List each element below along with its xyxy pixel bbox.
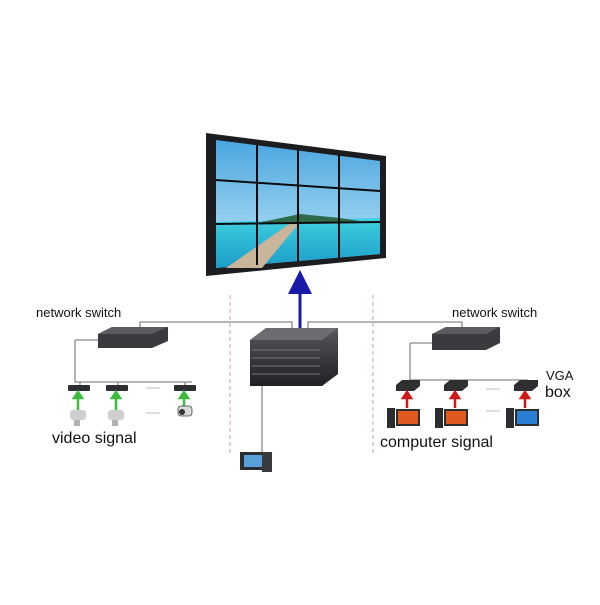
- vga-label: VGA: [546, 368, 574, 383]
- computer-signal-arrows: [400, 389, 532, 408]
- video-wall: [206, 133, 386, 276]
- control-pc: [240, 452, 272, 472]
- computer-gap-dashes: [486, 388, 500, 412]
- video-encoders: [68, 385, 196, 391]
- video-cameras: [70, 405, 193, 426]
- computers: [387, 408, 539, 428]
- left-switch-label: network switch: [36, 305, 122, 320]
- vga-box-label: box: [545, 384, 571, 401]
- camera-icon: [70, 410, 86, 426]
- video-signal-label: video signal: [52, 430, 137, 447]
- computer-icon: [387, 408, 420, 428]
- video-wall-controller: [250, 328, 338, 386]
- left-network-switch: [98, 327, 168, 348]
- computer-signal-label: computer signal: [380, 434, 493, 451]
- right-network-switch: [432, 327, 500, 350]
- camera-icon: [177, 405, 193, 417]
- computer-icon: [435, 408, 468, 428]
- video-signal-arrows: [71, 389, 191, 410]
- right-switch-label: network switch: [452, 305, 538, 320]
- vga-boxes: [396, 380, 538, 391]
- video-gap-dashes: [146, 387, 160, 414]
- section-dividers: [229, 295, 374, 455]
- camera-icon: [108, 410, 124, 426]
- computer-icon: [506, 408, 539, 428]
